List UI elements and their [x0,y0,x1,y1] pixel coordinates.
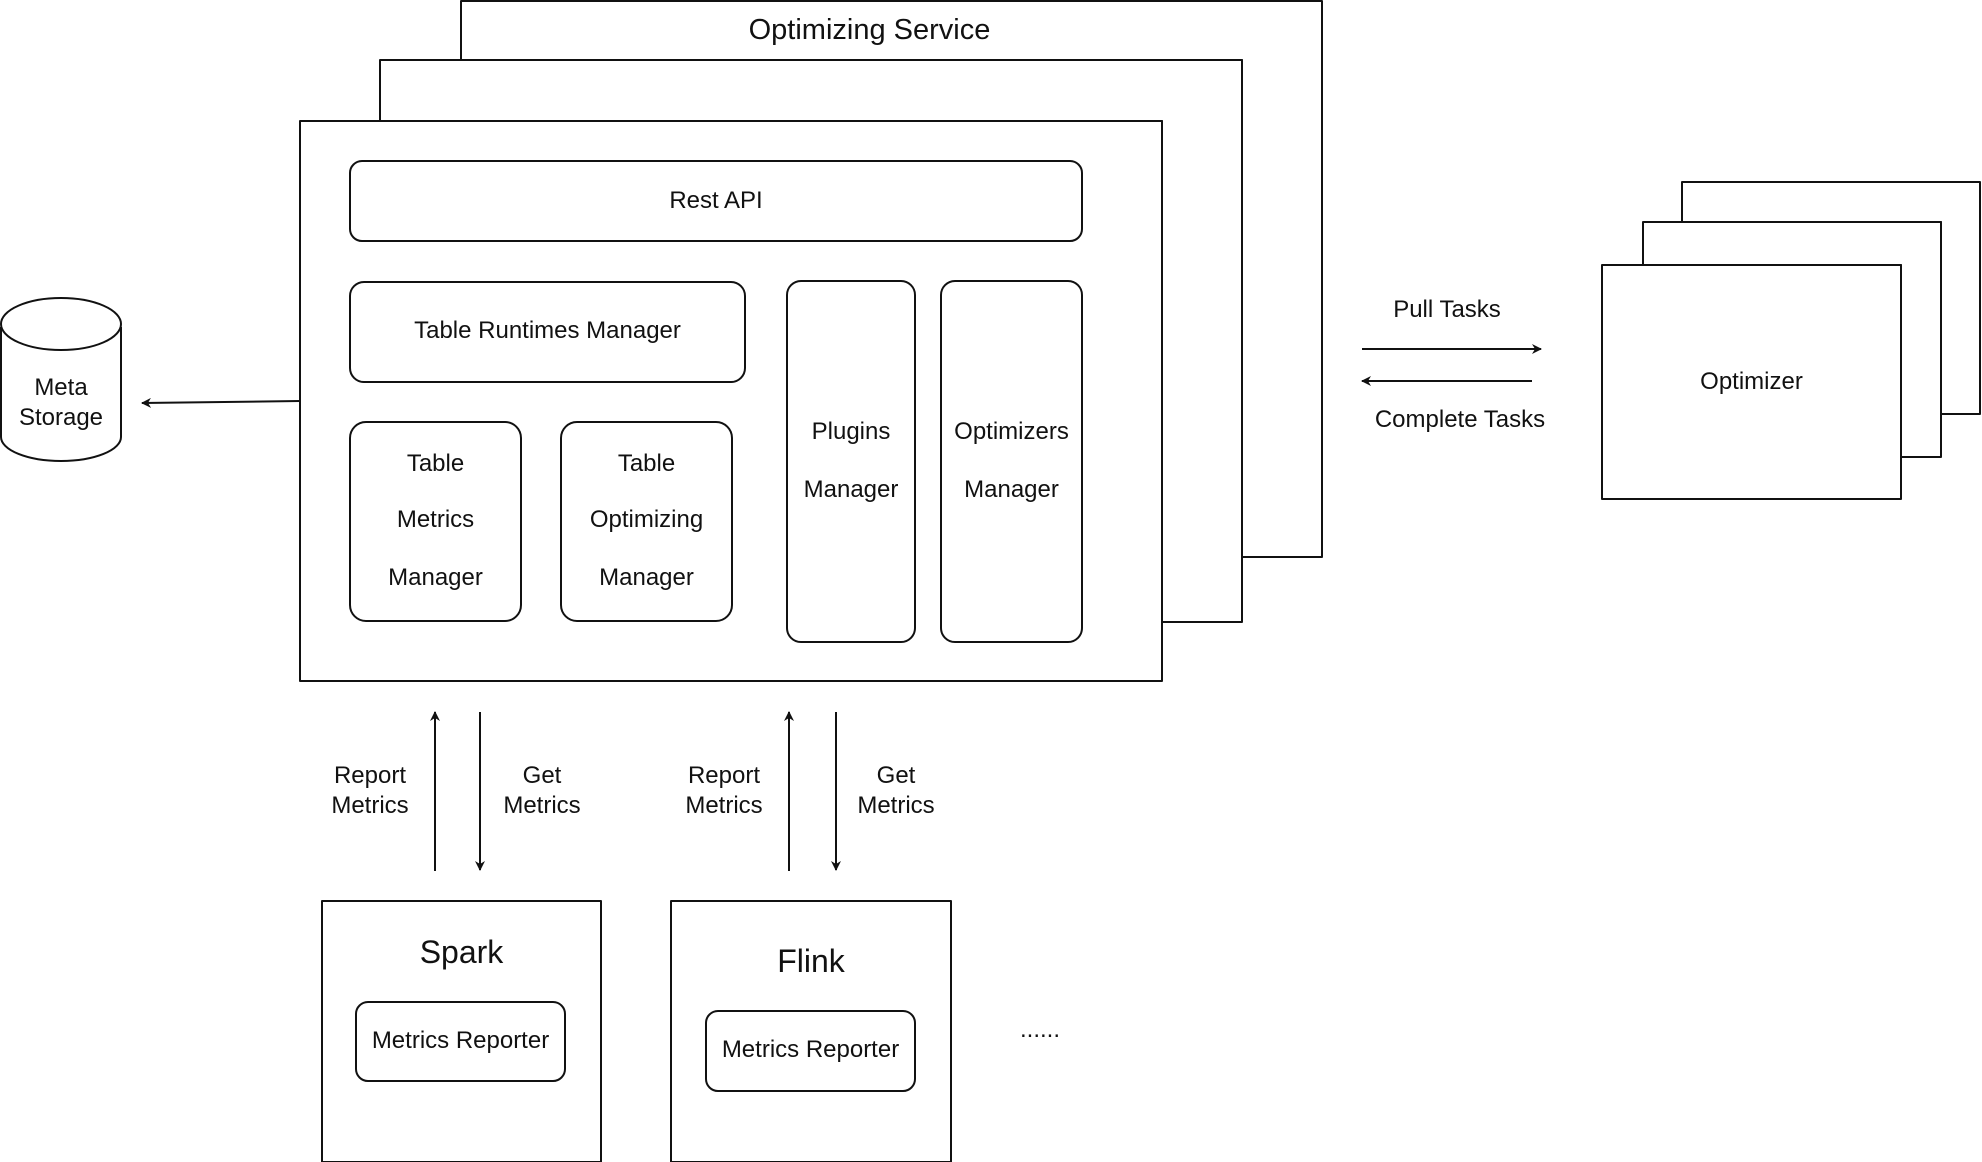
table-metrics-manager-line-1: Table [406,450,465,477]
optimizer-label: Optimizer [1700,368,1803,395]
spark-label: Spark [419,934,504,970]
flink-report-metrics-line-1: Report [687,762,761,789]
flink-get-metrics-line-1: Get [876,762,916,789]
table-metrics-manager-line-2: Metrics [396,506,475,533]
more-engines-ellipsis: ...... [1019,1016,1060,1043]
spark-report-metrics-line-2: Metrics [331,792,409,819]
plugins-manager-box [786,280,916,643]
table-runtimes-manager-label: Table Runtimes Manager [414,317,681,344]
table-optimizing-manager-line-2: Optimizing [589,506,704,533]
optimizer-frame-front [1601,264,1902,500]
optimizers-manager-line-2: Manager [964,476,1059,503]
service-title: Optimizing Service [748,14,991,46]
optimizers-manager-box [940,280,1083,643]
spark-report-metrics-line-1: Report [333,762,407,789]
meta-storage-line-1: Meta [34,374,88,401]
meta-storage-arrow [141,397,301,408]
flink-metrics-reporter-label: Metrics Reporter [721,1036,900,1063]
table-optimizing-manager-line-1: Table [617,450,676,477]
flink-report-metrics-line-2: Metrics [685,792,763,819]
optimizers-manager-line-1: Optimizers [954,418,1069,445]
flink-metrics-reporter-box [705,1010,916,1092]
table-optimizing-manager-box [560,421,733,622]
plugins-manager-line-2: Manager [803,476,899,503]
meta-storage-line-2: Storage [18,404,104,431]
spark-get-metrics-line-2: Metrics [503,792,581,819]
spark-metrics-reporter-box [355,1001,566,1082]
plugins-manager-line-1: Plugins [811,418,891,445]
rest-api-label: Rest API [669,187,763,214]
table-metrics-manager-line-3: Manager [388,564,483,591]
table-metrics-manager-box [349,421,522,622]
rest-api-box [349,160,1083,242]
meta-storage-cylinder [0,327,122,462]
table-runtimes-manager-box [349,281,746,383]
pull-tasks-label: Pull Tasks [1393,296,1501,323]
spark-get-metrics-line-1: Get [522,762,562,789]
complete-tasks-label: Complete Tasks [1374,406,1546,433]
flink-label: Flink [777,943,845,979]
meta-storage-top [0,297,122,351]
table-optimizing-manager-line-3: Manager [599,564,694,591]
flink-get-metrics-line-2: Metrics [857,792,935,819]
spark-metrics-reporter-label: Metrics Reporter [371,1027,550,1054]
